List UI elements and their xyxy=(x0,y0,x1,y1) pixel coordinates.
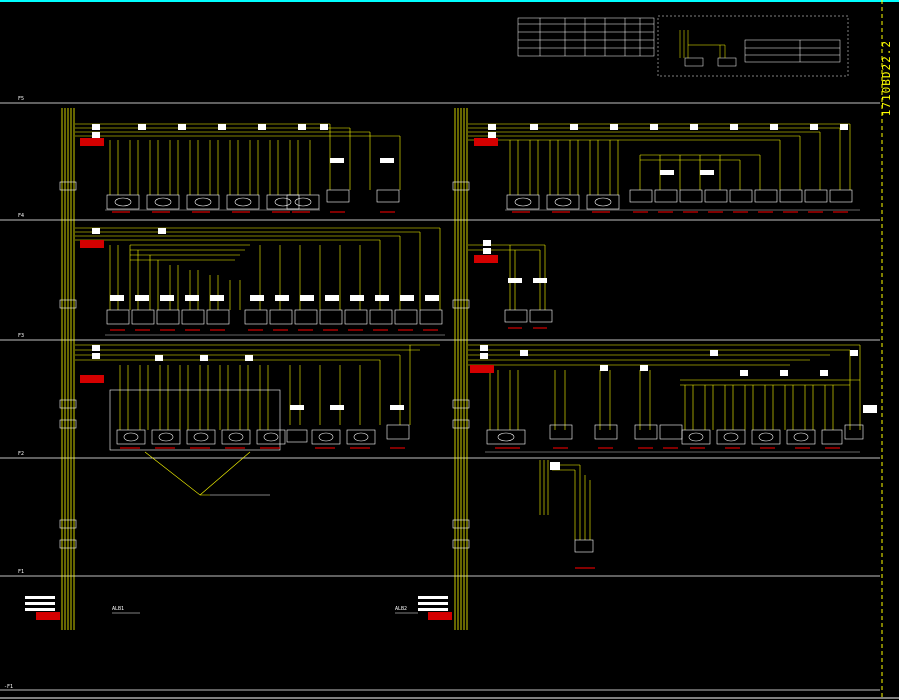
floor2-right-drop xyxy=(539,460,595,569)
bottom-left-note: ALB1 xyxy=(112,606,125,612)
bottom-left-breakers xyxy=(25,596,55,611)
bottom-right-breakers xyxy=(418,596,448,611)
floor3-right-panel xyxy=(468,344,877,453)
drawing-number: 1710BD22.2 xyxy=(880,40,893,117)
tag-bottom-left xyxy=(36,612,60,620)
floor-mark-1: F1 xyxy=(18,569,25,575)
tag-f3-left xyxy=(80,375,104,383)
floor5-left-panel xyxy=(75,123,401,213)
riser-junctions xyxy=(59,181,470,549)
tag-f3-right xyxy=(470,365,494,373)
floor5-right-panel xyxy=(468,123,860,213)
tag-f5-right xyxy=(474,138,498,146)
floor-mark-basement: -F1 xyxy=(4,684,14,690)
floor-lines xyxy=(0,102,880,691)
tag-f4-left xyxy=(80,240,104,248)
floor-mark-3: F3 xyxy=(18,333,25,339)
floor-mark-2: F2 xyxy=(18,451,25,457)
floor-mark-5: F5 xyxy=(18,96,25,102)
bottom-right-note: ALB2 xyxy=(395,606,408,612)
tag-f5-left xyxy=(80,138,104,146)
middle-riser xyxy=(454,108,468,630)
left-riser xyxy=(61,108,75,630)
floor4-right-panel xyxy=(468,240,553,329)
floor4-left-panel xyxy=(75,227,445,336)
top-table xyxy=(517,17,655,57)
tag-f4-right xyxy=(474,255,498,263)
legend-box xyxy=(657,15,849,77)
floor3-left-panel xyxy=(75,344,440,496)
tag-bottom-right xyxy=(428,612,452,620)
floor-mark-4: F4 xyxy=(18,213,25,219)
